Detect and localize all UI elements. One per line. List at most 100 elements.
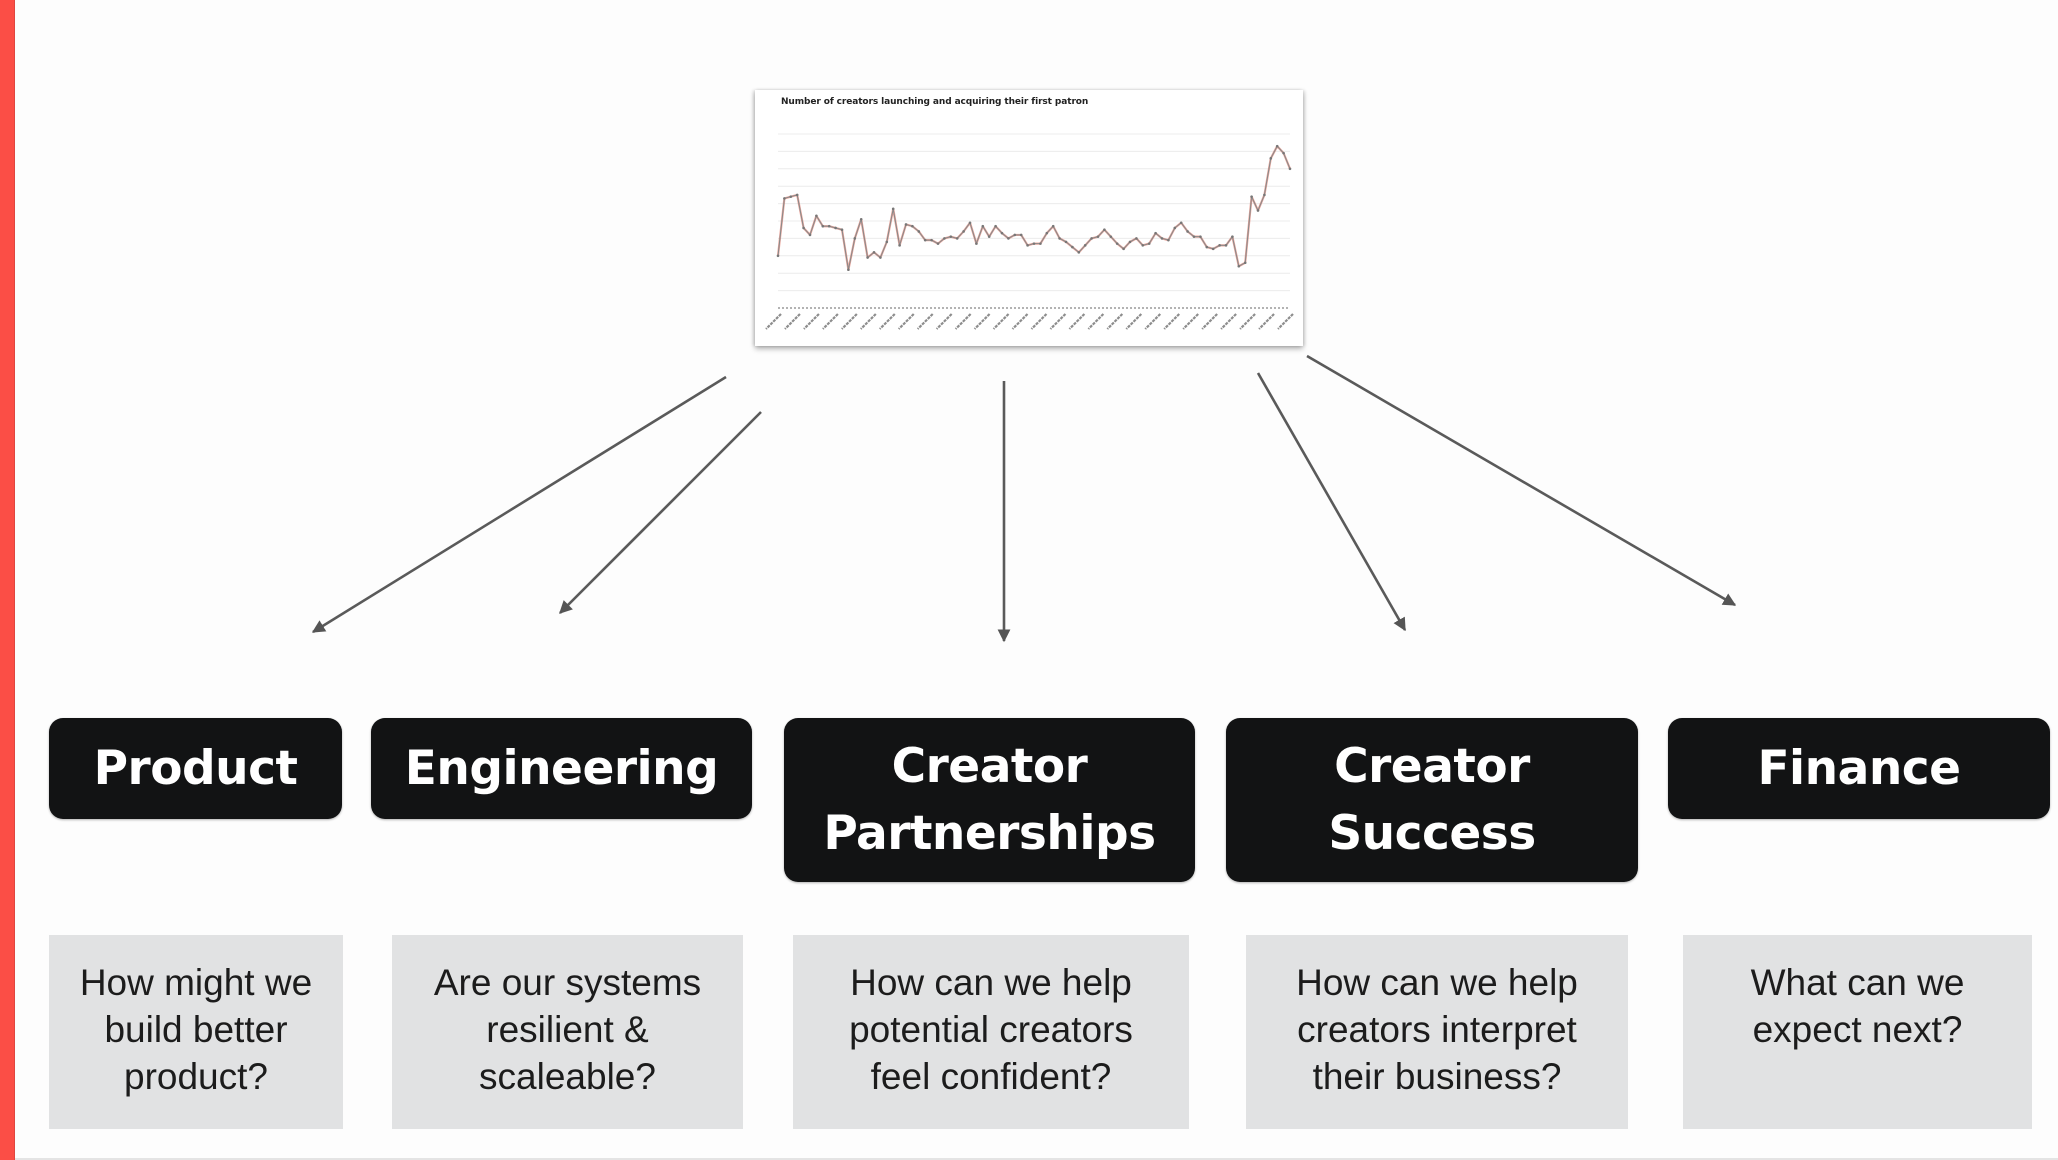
question-line: resilient & [486,1009,649,1050]
chart-data-point [1269,157,1273,160]
chart-x-tick-label [1163,313,1181,330]
chart-data-point [1256,209,1260,212]
chart-data-point [1154,231,1157,235]
chart-data-point [1058,237,1061,240]
chart-data-point [949,235,953,238]
question-line: build better [104,1009,288,1050]
chart-x-tick-label [992,313,1010,330]
chart-data-point [955,237,959,240]
chart-data-point [879,256,882,259]
chart-data-point [808,233,812,237]
arrow-to-engineering [559,411,762,614]
chart-x-tick-label [1220,313,1237,330]
chart-title: Number of creators launching and acquiri… [781,97,1089,107]
chart-data-point [1039,242,1042,245]
chart-x-tick-label [1201,313,1218,330]
chart-x-tick-label [1087,313,1105,330]
chart-data-point [1250,195,1253,198]
question-line: How might we [79,962,313,1003]
arrow-to-finance [1306,354,1737,607]
question-line: How can we help [1296,962,1578,1003]
question-line: their business? [1312,1056,1562,1097]
chart-x-tick-label [973,313,991,330]
chart-data-point [891,207,895,211]
chart-data-point [917,230,921,233]
chart-data-point [943,237,946,240]
chart-data-point [904,223,908,226]
chart-data-point [853,237,857,240]
chart-data-point [834,226,837,230]
chart-data-point [1167,238,1170,242]
chart-data-point [1090,237,1093,240]
chart-x-tick-label [1258,313,1275,330]
chart-data-point [1045,231,1049,235]
dept-label: Product [93,741,298,796]
chart-data-point [815,214,818,218]
chart-data-point [1000,231,1004,235]
chart-series-line [777,145,1291,271]
chart-x-tick-label [1125,313,1143,330]
chart-x-tick-label [1068,313,1086,330]
chart-data-point [1243,261,1247,265]
chart-data-point [872,251,876,254]
chart-data-point [1135,237,1138,240]
dept-label: Engineering [404,741,719,796]
arrow-to-product [311,375,727,634]
dept-label-line-1: Creator [891,739,1088,794]
chart-data-point [1224,244,1228,247]
chart-data-point [1096,235,1100,238]
chart-x-tick-label [841,313,858,330]
chart-data-point [1103,228,1106,231]
chart-data-point [930,238,933,242]
question-product: How might we build better product? [49,935,343,1129]
question-finance: What can we expect next? [1683,935,2032,1129]
chart-x-tick-label [1144,313,1162,330]
chart-data-point [859,217,863,221]
chart-data-point [962,230,965,233]
question-engineering: Are our systems resilient & scaleable? [392,935,743,1129]
chart-x-tick-label [916,313,934,330]
chart-x-tick-label [1030,313,1048,330]
chart-data-point [936,242,940,245]
chart-data-point [1282,151,1285,155]
accent-bar [0,0,15,1160]
chart-data-point [821,224,825,228]
chart-data-point [1128,240,1132,244]
dept-creator-success: Creator Success [1226,718,1638,882]
chart-data-point [866,256,869,259]
chart-data-point [840,228,844,231]
chart-data-point [1179,221,1183,225]
chart-data-point [1141,244,1145,247]
chart-x-tick-label [954,313,972,330]
chart-data-point [1077,251,1081,254]
chart-data-point [1007,237,1010,240]
question-line: How can we help [850,962,1132,1003]
chart-data-point [923,238,927,242]
question-line: creators interpret [1297,1009,1577,1050]
chart-data-point [968,221,972,225]
question-creator-success: How can we help creators interpret their… [1246,935,1628,1129]
chart-data-point [1199,235,1202,238]
chart-data-point [987,235,991,238]
chart-x-tick-label [1049,313,1067,330]
chart-data-point [898,244,901,247]
chart-data-point [911,224,914,228]
chart-data-point [1064,240,1068,244]
dept-engineering: Engineering [371,718,752,819]
chart-data-point [994,224,997,228]
chart-x-tick-label [803,313,820,330]
chart-data-point [1211,247,1215,251]
question-line: expect next? [1752,1009,1963,1050]
question-line: Are our systems [433,962,702,1003]
chart-data-point [776,254,780,258]
chart-x-tick-label [878,313,896,330]
question-creator-partnerships: How can we help potential creators feel … [793,935,1189,1129]
chart-data-point [1083,244,1087,247]
chart-data-point [1160,237,1164,240]
question-line: potential creators [849,1009,1133,1050]
chart-x-tick-label [1277,313,1294,330]
chart-data-point [1263,193,1266,197]
dept-label-line-1: Creator [1334,739,1530,794]
chart-data-point [1288,167,1292,171]
chart-x-tick-label [1106,313,1124,330]
